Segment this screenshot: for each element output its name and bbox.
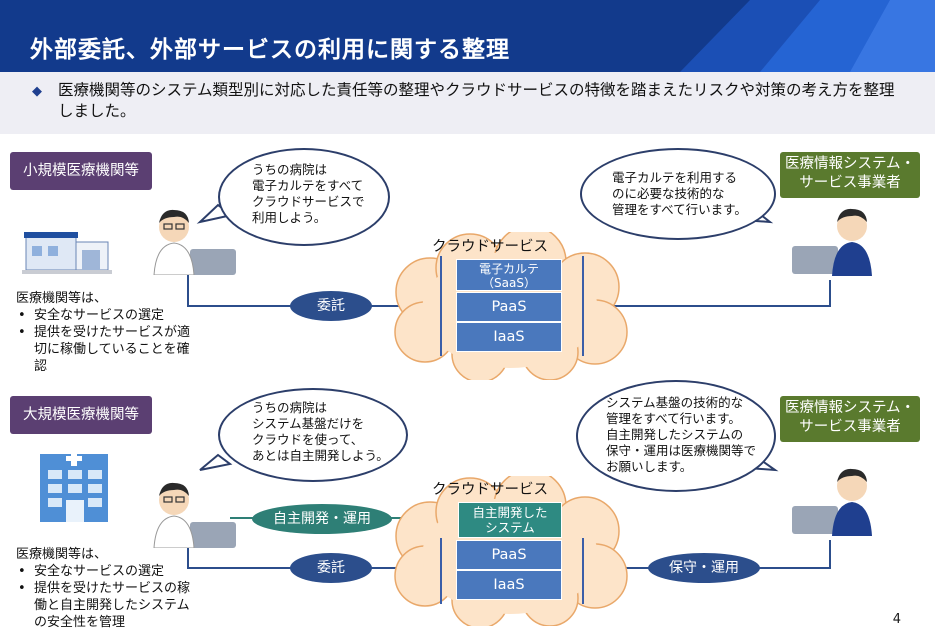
paas-box-bottom: PaaS	[456, 540, 562, 570]
speech-bubble-hospital-top	[218, 148, 390, 246]
page-number: 4	[892, 612, 901, 627]
outsourcing-ellipse-bottom: 委託	[290, 553, 372, 583]
bubble-line: 管理をすべて行います。	[606, 411, 741, 426]
vendor-engineer-computer-icon	[792, 208, 872, 276]
speech-bubble-hospital-top-text: うちの病院は 電子カルテをすべて クラウドサービスで 利用しよう。	[252, 162, 392, 226]
duty-item: 安全なサービスの選定	[16, 563, 191, 580]
bubble-line: 管理をすべて行います。	[612, 202, 747, 217]
hospital-duties-bottom: 医療機関等は、 安全なサービスの選定 提供を受けたサービスの稼働と自主開発したシ…	[16, 546, 191, 631]
vendor-tag-bottom: 医療情報システム・ サービス事業者	[780, 396, 920, 442]
diamond-bullet-icon: ◆	[32, 84, 42, 99]
bubble-line: クラウドサービスで	[252, 194, 365, 209]
summary-text: 医療機関等のシステム類型別に対応した責任等の整理やクラウドサービスの特徴を踏まえ…	[58, 81, 895, 120]
page-title: 外部委託、外部サービスの利用に関する整理	[30, 37, 510, 63]
bubble-line: 保守・運用は医療機関等で	[606, 443, 757, 458]
clinic-building-icon	[22, 232, 112, 274]
saas-sublabel: （SaaS）	[482, 276, 536, 290]
self-development-ellipse: 自主開発・運用	[252, 504, 392, 534]
speech-bubble-vendor-top-text: 電子カルテを利用する のに必要な技術的な 管理をすべて行います。	[612, 170, 772, 218]
speech-bubble-hospital-bottom	[218, 388, 408, 482]
vendor-tag-line1: 医療情報システム・	[784, 156, 916, 172]
bubble-line: 利用しよう。	[252, 210, 327, 225]
vendor-tag-line2: サービス事業者	[799, 175, 901, 191]
bubble-line: システム基盤の技術的な	[606, 395, 744, 410]
duty-item: 安全なサービスの選定	[16, 307, 191, 324]
summary-band	[0, 72, 935, 134]
vendor-tag-line2: サービス事業者	[799, 419, 901, 435]
speech-bubble-hospital-bottom-text: うちの病院は システム基盤だけを クラウドを使って、 あとは自主開発しよう。	[252, 400, 412, 464]
iaas-box-bottom: IaaS	[456, 570, 562, 600]
outsourcing-ellipse-top: 委託	[290, 291, 372, 321]
duties-intro: 医療機関等は、	[16, 547, 108, 562]
bubble-line: クラウドを使って、	[252, 432, 364, 447]
hospital-staff-computer-icon-bottom	[153, 482, 236, 548]
hospital-duties-top: 医療機関等は、 安全なサービスの選定 提供を受けたサービスが適切に稼働しているこ…	[16, 290, 191, 375]
self-developed-label: 自主開発した	[472, 505, 548, 520]
bubble-line: のに必要な技術的な	[612, 186, 725, 201]
bubble-line: システム基盤だけを	[252, 416, 365, 431]
bubble-line: 電子カルテを利用する	[612, 170, 738, 185]
vendor-tag-top: 医療情報システム・ サービス事業者	[780, 152, 920, 198]
vendor-tag-line1: 医療情報システム・	[784, 400, 916, 416]
bubble-line: うちの病院は	[252, 400, 328, 415]
maintenance-ellipse: 保守・運用	[648, 553, 760, 583]
speech-bubble-vendor-bottom	[576, 380, 776, 492]
vendor-engineer-computer-icon-bottom	[792, 468, 872, 536]
paas-box-top: PaaS	[456, 292, 562, 322]
cloud-stack-bracket-bottom	[440, 538, 584, 604]
self-developed-sublabel: システム	[485, 520, 535, 535]
bubble-line: うちの病院は	[252, 162, 328, 177]
bubble-line: 電子カルテをすべて	[252, 178, 364, 193]
bubble-line: お願いします。	[606, 459, 693, 474]
duties-intro: 医療機関等は、	[16, 291, 108, 306]
header-bar: 外部委託、外部サービスの利用に関する整理	[0, 0, 935, 72]
cloud-title-bottom: クラウドサービス	[432, 482, 548, 498]
small-clinic-tag: 小規模医療機関等	[10, 152, 152, 190]
iaas-box-top: IaaS	[456, 322, 562, 352]
duty-item: 提供を受けたサービスが適切に稼働していることを確認	[16, 324, 191, 375]
saas-label: 電子カルテ	[478, 262, 539, 276]
large-hospital-tag: 大規模医療機関等	[10, 396, 152, 434]
speech-bubble-vendor-bottom-text: システム基盤の技術的な 管理をすべて行います。 自主開発したシステムの 保守・運…	[606, 395, 776, 475]
cloud-stack-bracket-top	[440, 256, 584, 356]
bubble-line: あとは自主開発しよう。	[252, 448, 389, 463]
hospital-staff-computer-icon	[153, 209, 236, 275]
hospital-building-icon	[40, 451, 108, 522]
speech-bubble-vendor-top	[580, 148, 776, 240]
self-developed-system-box: 自主開発した システム	[458, 502, 562, 538]
duty-item: 提供を受けたサービスの稼働と自主開発したシステムの安全性を管理	[16, 580, 191, 631]
cloud-title-top: クラウドサービス	[432, 239, 548, 255]
bubble-line: 自主開発したシステムの	[606, 427, 744, 442]
saas-box: 電子カルテ （SaaS）	[456, 259, 562, 291]
header-stripes-decoration	[680, 0, 935, 72]
